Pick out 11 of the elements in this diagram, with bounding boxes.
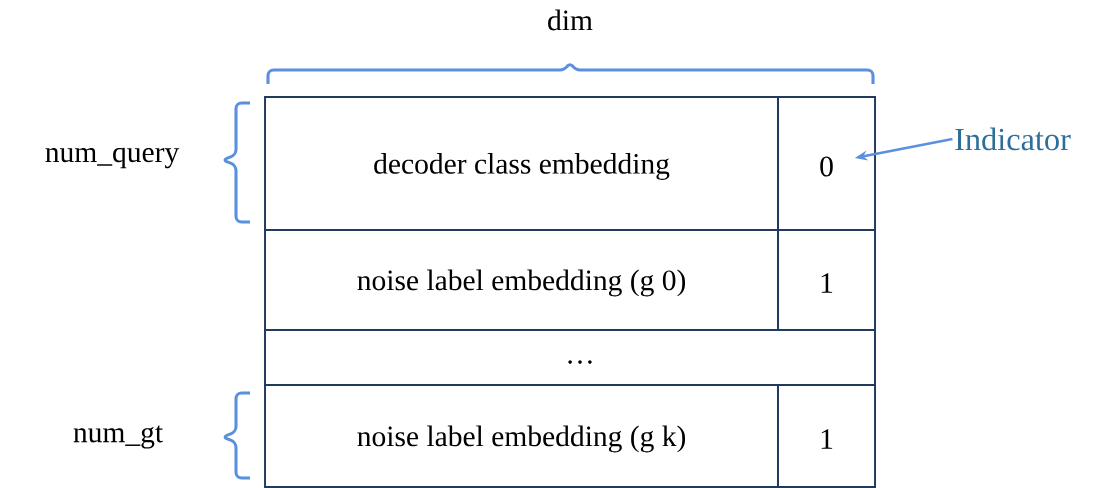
table-cell: noise label embedding (g k)	[264, 384, 779, 488]
dimension-label: dim	[548, 9, 593, 31]
dimension-label: num_query	[45, 147, 180, 169]
indicator-cell: 0	[777, 96, 876, 231]
dimension-label: num_gt	[73, 425, 163, 449]
table-cell: noise label embedding (g 0)	[264, 229, 779, 331]
table-cell: …	[264, 329, 876, 386]
indicator-cell: 1	[777, 229, 876, 331]
table-cell: decoder class embedding	[264, 96, 779, 231]
indicator-cell: 1	[777, 384, 876, 488]
callout-text: Indicator	[955, 127, 1071, 151]
